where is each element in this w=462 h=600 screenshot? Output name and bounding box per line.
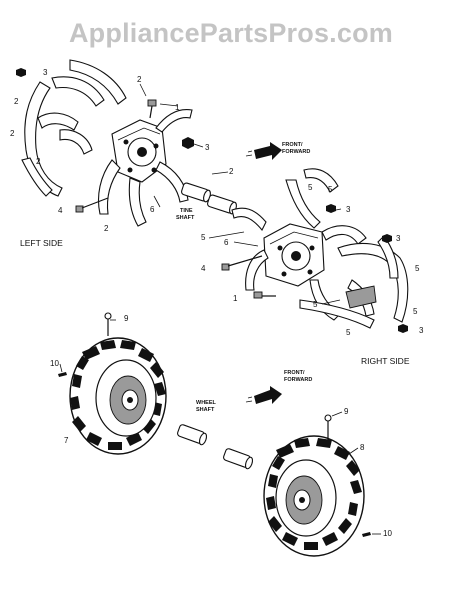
right-wheel bbox=[263, 414, 371, 557]
callout-4: 4 bbox=[201, 264, 206, 273]
front-forward-arrow-bottom bbox=[245, 386, 282, 404]
callout-9: 9 bbox=[344, 407, 349, 416]
leader-lines bbox=[59, 83, 381, 535]
wheel-shaft-label-line1: WHEEL bbox=[196, 400, 217, 406]
callout-9: 9 bbox=[124, 314, 129, 323]
callout-1: 1 bbox=[175, 103, 180, 112]
callout-4: 4 bbox=[58, 206, 63, 215]
callout-6: 6 bbox=[150, 205, 155, 214]
callout-10: 10 bbox=[383, 529, 392, 538]
watermark-text: AppliancePartsPros.com bbox=[69, 18, 393, 48]
tine-shaft-label-line1: TINE bbox=[180, 208, 193, 214]
callout-3: 3 bbox=[205, 143, 210, 152]
front-forward-bottom-line2: FORWARD bbox=[284, 377, 312, 383]
front-forward-top-line2: FORWARD bbox=[282, 149, 310, 155]
callout-2: 2 bbox=[14, 97, 19, 106]
callout-5: 5 bbox=[308, 183, 313, 192]
callout-10: 10 bbox=[50, 359, 59, 368]
callout-2: 2 bbox=[104, 224, 109, 233]
front-forward-arrow-top bbox=[245, 142, 282, 160]
wheel-shaft-label-line2: SHAFT bbox=[196, 407, 215, 413]
callout-2: 2 bbox=[229, 167, 234, 176]
callout-7: 7 bbox=[64, 436, 69, 445]
callout-5: 5 bbox=[201, 233, 206, 242]
callout-3: 3 bbox=[419, 326, 424, 335]
tine-shaft bbox=[181, 182, 237, 215]
left-tine-assembly bbox=[16, 59, 194, 227]
front-forward-bottom-line1: FRONT/ bbox=[284, 370, 305, 376]
callout-3: 3 bbox=[396, 234, 401, 243]
right-tine-assembly bbox=[221, 168, 409, 333]
callout-2: 2 bbox=[137, 75, 142, 84]
tine-shaft-label-line2: SHAFT bbox=[176, 215, 195, 221]
callout-5: 5 bbox=[313, 300, 318, 309]
callout-5: 5 bbox=[346, 328, 351, 337]
wheel-shaft bbox=[177, 424, 254, 470]
callout-5: 5 bbox=[328, 185, 333, 194]
callout-1: 1 bbox=[233, 294, 238, 303]
callout-2: 2 bbox=[10, 129, 15, 138]
callout-3: 3 bbox=[346, 205, 351, 214]
callout-3: 3 bbox=[43, 68, 48, 77]
left-wheel bbox=[58, 312, 167, 455]
callout-5: 5 bbox=[415, 264, 420, 273]
left-side-label: LEFT SIDE bbox=[20, 238, 63, 248]
callout-6: 6 bbox=[224, 238, 229, 247]
right-side-label: RIGHT SIDE bbox=[361, 356, 410, 366]
callout-2: 2 bbox=[36, 157, 41, 166]
callout-5: 5 bbox=[413, 307, 418, 316]
front-forward-top-line1: FRONT/ bbox=[282, 142, 303, 148]
callout-8: 8 bbox=[360, 443, 365, 452]
